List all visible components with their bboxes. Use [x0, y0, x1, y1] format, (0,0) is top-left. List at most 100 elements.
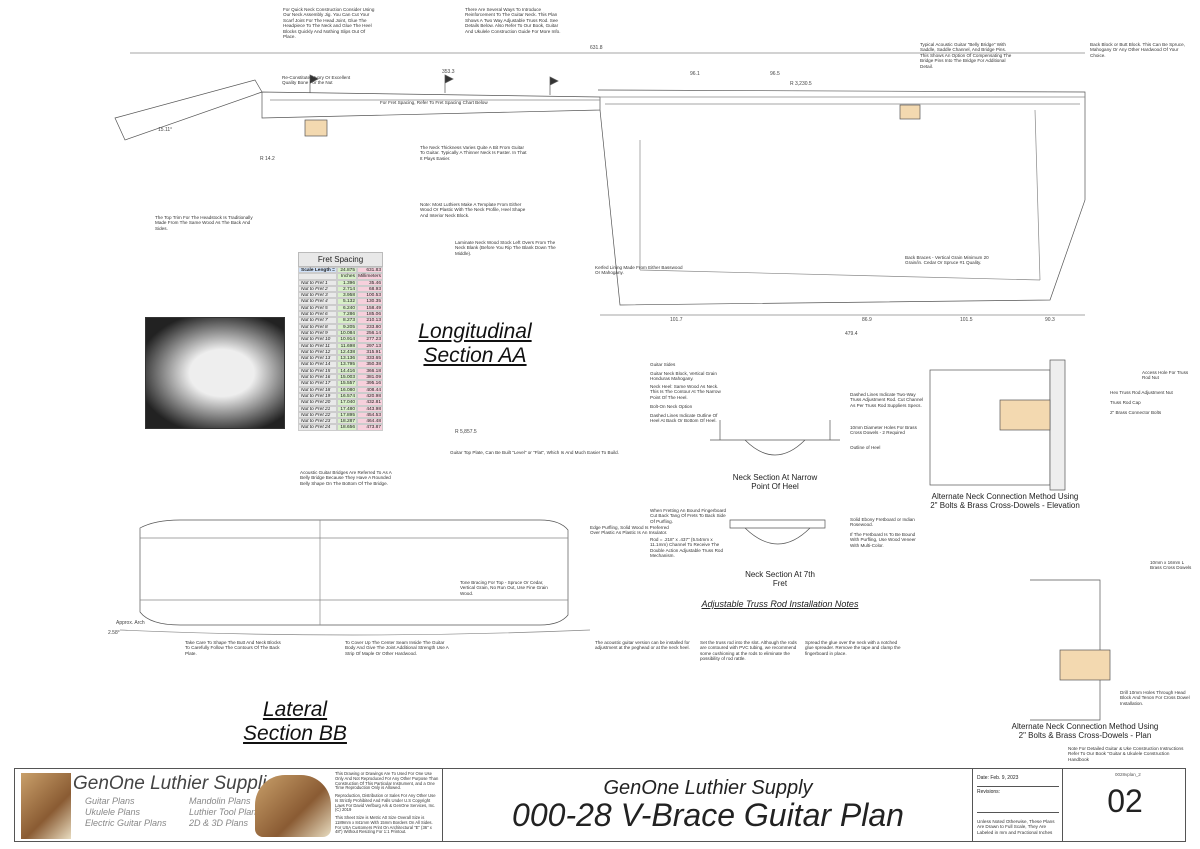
- note: Rod = .218" x .437" (5.54mm x 11.1mm) Ch…: [650, 537, 724, 559]
- dim: 96.1: [690, 71, 700, 77]
- headstock-outline: [114, 79, 263, 141]
- fret-inches: 10.914: [337, 336, 357, 343]
- note: 2" Brass Connector Bolts: [1110, 410, 1162, 415]
- fret-inches: 10.084: [337, 329, 357, 337]
- fret-inches: 2.714: [337, 285, 357, 293]
- fret-label: Nut to Fret 22: [298, 411, 337, 419]
- fret-mm: 454.53: [357, 411, 383, 419]
- legal-text-2: Reproduction, Distribution or Sales For …: [335, 793, 436, 813]
- blank-cell: [298, 273, 337, 280]
- fret-inches: 15.003: [337, 374, 357, 381]
- fret-inches: 13.795: [337, 361, 357, 368]
- fret-mm: 350.38: [357, 361, 383, 368]
- fret-label: Nut to Fret 21: [298, 405, 337, 412]
- fret-inches: 1.396: [337, 279, 357, 286]
- fret-label: Nut to Fret 8: [298, 323, 337, 330]
- fret-mm: 333.65: [357, 355, 383, 362]
- fret-mm: 158.49: [357, 304, 383, 312]
- guitar-interior-photo: [145, 317, 285, 429]
- dim: R 5,857.5: [455, 429, 477, 435]
- sheet-number: 02: [1107, 783, 1143, 819]
- dim: 101.5: [960, 317, 973, 323]
- fret-inches: 6.240: [337, 304, 357, 312]
- fret-inches: 11.698: [337, 342, 357, 349]
- fret-mm: 420.98: [357, 392, 383, 400]
- link-2d-3d-plans[interactable]: 2D & 3D Plans: [189, 818, 249, 828]
- inner-lines: [270, 96, 1085, 105]
- note: Back Braces - Vertical Grain Minimum 20 …: [905, 255, 989, 266]
- fret-label: Nut to Fret 4: [298, 298, 337, 305]
- legal-text-1: This Drawing or Drawings Are To Used For…: [335, 771, 439, 791]
- fret-label: Nut to Fret 9: [298, 329, 337, 337]
- company-name: GenOne Luthier Supply: [603, 777, 813, 799]
- body-outline: [597, 89, 1086, 306]
- fret-mm: 297.13: [357, 342, 383, 349]
- note: 10mm Diameter Holes For Brass Cross Dowe…: [850, 425, 917, 436]
- link-ukulele-plans[interactable]: Ukulele Plans: [85, 807, 141, 817]
- arch-line: [119, 629, 591, 636]
- fret-mm: 100.53: [357, 292, 383, 299]
- fret-label: Nut to Fret 10: [298, 336, 337, 343]
- fret-mm: 68.93: [357, 285, 383, 293]
- fret-inches: 13.136: [337, 355, 357, 362]
- fret-inches: 14.416: [337, 367, 357, 375]
- note: Guitar Sides: [650, 362, 676, 367]
- dim: 86.9: [862, 317, 872, 323]
- fret-mm: 395.16: [357, 380, 383, 387]
- fret-mm: 256.14: [357, 329, 383, 337]
- note: Acoustic Guitar Bridges Are Referred To …: [300, 470, 392, 486]
- dim: R 3,230.5: [790, 81, 812, 87]
- link-electric-guitar-plans[interactable]: Electric Guitar Plans: [85, 818, 167, 828]
- link-guitar-plans[interactable]: Guitar Plans: [85, 796, 135, 806]
- neck-7th-section: [729, 519, 826, 545]
- fret-mm: 381.09: [357, 374, 383, 381]
- divider: [15, 769, 1063, 841]
- section-flags: [309, 74, 559, 95]
- note: Tone Bracing For Top - Spruce Or Cedar, …: [460, 580, 548, 596]
- note: For Quick Neck Construction Consider Usi…: [283, 7, 375, 40]
- fret-mm: 185.06: [357, 311, 383, 318]
- note: Back Block or Butt Block. This Can Be Sp…: [1090, 42, 1185, 58]
- scale-inches: 24.875: [337, 267, 357, 274]
- fret-mm: 315.91: [357, 348, 383, 356]
- link-mandolin-plans[interactable]: Mandolin Plans: [189, 796, 251, 806]
- fret-mm: 130.35: [357, 298, 383, 305]
- fret-mm: 408.44: [357, 386, 383, 393]
- fret-inches: 17.895: [337, 411, 357, 419]
- dim: Approx. Arch: [116, 620, 145, 626]
- fret-label: Nut to Fret 5: [298, 304, 337, 312]
- divider: [15, 769, 973, 841]
- plan-links-col1: Guitar Plans Ukulele Plans Electric Guit…: [85, 796, 167, 829]
- dim: 96.5: [770, 71, 780, 77]
- note: Laminate Neck Wood Stock Left Overs From…: [455, 240, 556, 256]
- fret-inches: 17.040: [337, 399, 357, 406]
- legal-cell: [15, 769, 443, 841]
- fret-label: Nut to Fret 2: [298, 285, 337, 293]
- fret-label: Nut to Fret 1: [298, 279, 337, 286]
- fret-inches: 18.656: [337, 424, 357, 431]
- elevation-neck: [1049, 359, 1066, 491]
- note: Edge Purfling, Solid Wood Is Preferred O…: [590, 525, 669, 536]
- note: There Are Several Ways To Introduce Rein…: [465, 7, 561, 34]
- fret-inches: 7.286: [337, 311, 357, 318]
- note: Truss Rod Cap: [1110, 400, 1141, 405]
- book-note: Note For Detailed Guitar & Uke Construct…: [1068, 746, 1184, 762]
- guitar-photo: [21, 773, 71, 839]
- fret-label: Nut to Fret 13: [298, 355, 337, 362]
- note: Note: Most Luthiers Make A Template From…: [420, 202, 526, 218]
- note: For Fret Spacing, Refer To Fret Spacing …: [380, 100, 488, 105]
- neck-heel-section: [710, 420, 840, 456]
- scale-mm: 631.83: [357, 267, 383, 274]
- link-luthier-tool-plans[interactable]: Luthier Tool Plans: [189, 807, 261, 817]
- note: Solid Ebony Fretboard or Indian Rosewood…: [850, 517, 915, 528]
